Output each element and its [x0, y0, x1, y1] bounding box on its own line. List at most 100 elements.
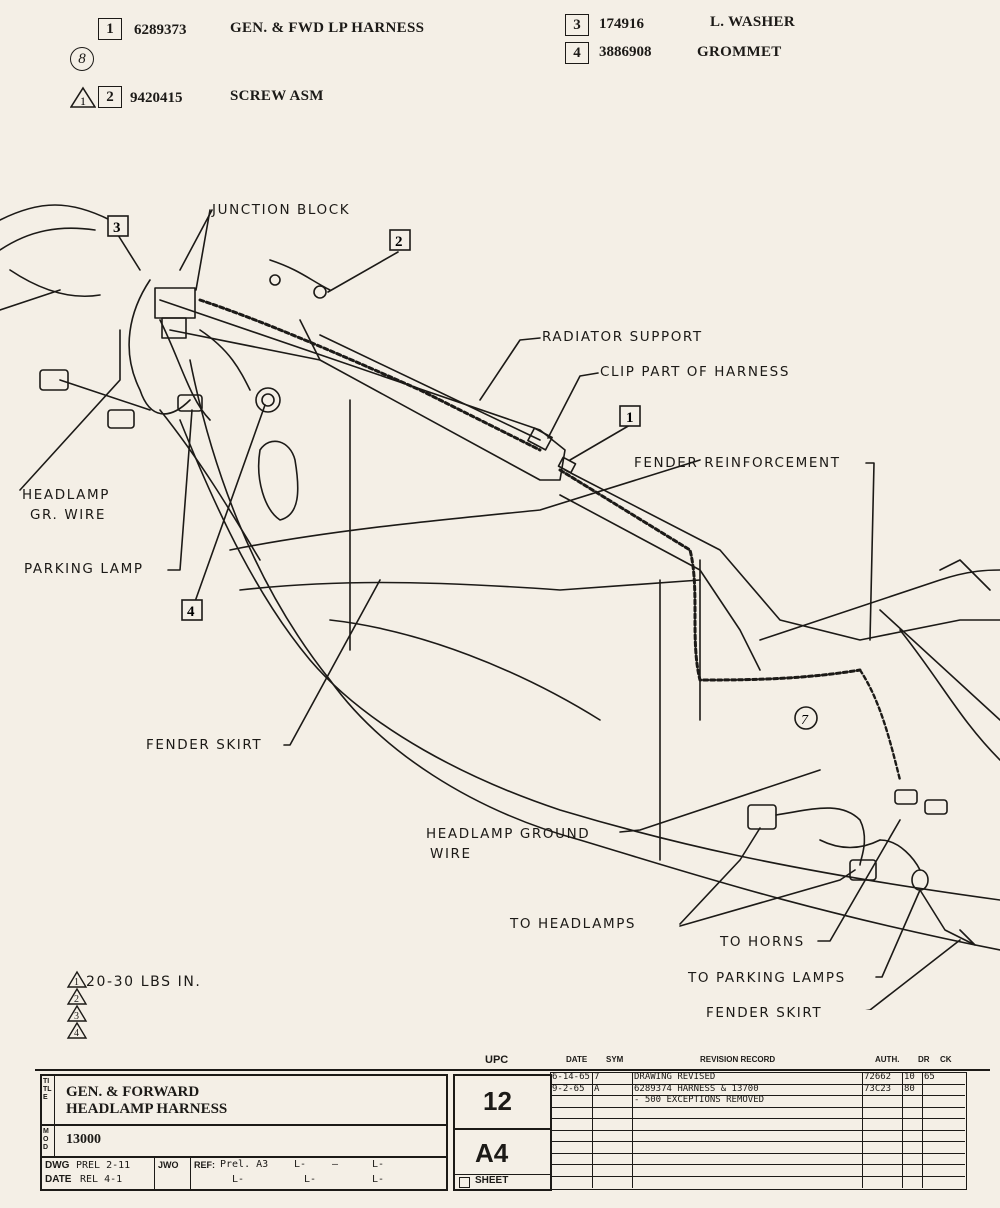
label-headlamp-gr-wire: HEADLAMP [22, 487, 110, 503]
title-line-1: GEN. & FORWARD [66, 1084, 200, 1100]
sheet-code: A4 [475, 1138, 509, 1168]
part-description: GROMMET [697, 44, 782, 60]
l-mark: L- [304, 1174, 317, 1185]
right-wires [819, 839, 881, 849]
revision-row-line [550, 1141, 965, 1142]
upc-number: 12 [483, 1086, 512, 1116]
label-to-headlamps: TO HEADLAMPS [510, 916, 637, 932]
revision-col-line [592, 1072, 593, 1188]
revision-row-line [550, 1129, 965, 1131]
harness-wire [558, 468, 862, 682]
revision-cell-record: - 500 EXCEPTIONS REMOVED [634, 1095, 765, 1105]
horn-connector [894, 789, 918, 805]
part-ref-box: 4 [565, 42, 589, 64]
ref-box-3: 3 [107, 215, 129, 237]
leader-line [865, 939, 961, 1010]
revision-cell-auth: 73C23 [864, 1083, 892, 1094]
junction-wires [159, 409, 261, 561]
label-fender-skirt-right: FENDER SKIRT [706, 1005, 823, 1021]
torque-value: 20-30 LBS IN. [86, 974, 202, 990]
leader-line [679, 827, 761, 925]
leader-line [569, 424, 631, 461]
parts-row-3: 3 174916 L. WASHER [565, 14, 795, 36]
headlamp-connector [849, 859, 877, 881]
leader-line [679, 869, 856, 927]
svg-text:3: 3 [74, 1011, 79, 1022]
fender-reinforcement [759, 569, 1000, 641]
date-label: DATE [45, 1174, 72, 1185]
upc-label: UPC [485, 1054, 509, 1066]
fender-skirt-outline [229, 459, 701, 551]
date-value: REL 4-1 [80, 1174, 123, 1185]
revision-col-line [632, 1072, 633, 1188]
radiator-support-beam [159, 299, 566, 481]
ref-value: Prel. A3 [220, 1159, 269, 1170]
svg-text:4: 4 [187, 604, 195, 620]
part-description: SCREW ASM [230, 88, 324, 104]
fender-bracket [257, 440, 299, 521]
hood-edge [0, 204, 111, 221]
sheet-checkbox [459, 1177, 470, 1188]
label-fender-skirt-left: FENDER SKIRT [146, 737, 263, 753]
headlamp-connector [747, 804, 777, 830]
l-mark: — [332, 1159, 339, 1170]
part-description: GEN. & FWD LP HARNESS [230, 20, 425, 36]
leader-line [19, 329, 121, 491]
part-number: 6289373 [134, 22, 187, 38]
revision-row-line [550, 1175, 965, 1177]
radiator-support-beam [319, 334, 541, 441]
sheet-label: SHEET [475, 1175, 509, 1186]
fender-skirt-outline [179, 419, 1000, 901]
l-mark: L- [372, 1159, 385, 1170]
circle-ref-8: 8 [70, 47, 94, 71]
leader-line [479, 337, 541, 401]
junction-wires [59, 379, 151, 411]
parts-row-1: 1 6289373 GEN. & FWD LP HARNESS [98, 18, 424, 40]
svg-text:1: 1 [80, 94, 86, 108]
part-number: 3886908 [599, 44, 652, 60]
title-line-2: HEADLAMP HARNESS [66, 1101, 228, 1117]
svg-text:2: 2 [395, 234, 403, 250]
revision-cell-date: 6-14-65 [552, 1072, 590, 1082]
label-clip-part: CLIP PART OF HARNESS [600, 364, 791, 380]
revision-cell-dr: 80 [904, 1083, 915, 1094]
part-ref-box: 2 [98, 86, 122, 108]
leader-line [875, 889, 921, 978]
part-ref-box: 1 [98, 18, 122, 40]
radiator-support-right [564, 469, 1000, 641]
junction-wires [159, 319, 211, 421]
label-radiator-support: RADIATOR SUPPORT [542, 329, 703, 345]
washer [313, 285, 327, 299]
revision-table [550, 1072, 967, 1190]
jwo-label: JWO [158, 1160, 179, 1170]
revision-col-line [922, 1072, 923, 1188]
fender-reinforcement [879, 609, 1000, 721]
revision-cell-sym: A [594, 1083, 600, 1094]
radiator-support-right [559, 494, 761, 671]
label-headlamp-ground-wire: HEADLAMP GROUND [426, 826, 591, 842]
junction-block [154, 287, 196, 319]
part-ref-box: 3 [565, 14, 589, 36]
svg-text:3: 3 [113, 220, 121, 236]
leader-line [865, 462, 875, 641]
parking-lamp-connector [177, 394, 203, 412]
revision-cell-record: 6289374 HARNESS & 13700 [634, 1083, 759, 1094]
svg-text:1: 1 [74, 977, 79, 988]
revision-cell-date: 9-2-65 [552, 1083, 585, 1094]
ref-box-2: 2 [389, 229, 411, 251]
harness-drawing: 3 2 1 4 7 [0, 204, 1000, 1010]
revision-row-line [550, 1164, 965, 1165]
l-mark: L- [372, 1174, 385, 1185]
revision-cell-dr: 10 [904, 1072, 915, 1082]
hood-edge [0, 227, 96, 251]
title-side-label: TITLE [43, 1078, 52, 1101]
label-headlamp-ground-wire: WIRE [430, 846, 472, 862]
revision-row-line [550, 1118, 965, 1119]
upc-section: 12 A4 SHEET [453, 1074, 552, 1191]
svg-text:7: 7 [801, 713, 809, 728]
screw [269, 274, 281, 286]
dwg-label: DWG [45, 1160, 70, 1171]
parking-lamp-connector [107, 409, 135, 429]
ref-label: REF: [194, 1160, 215, 1170]
fender-top [0, 289, 61, 311]
